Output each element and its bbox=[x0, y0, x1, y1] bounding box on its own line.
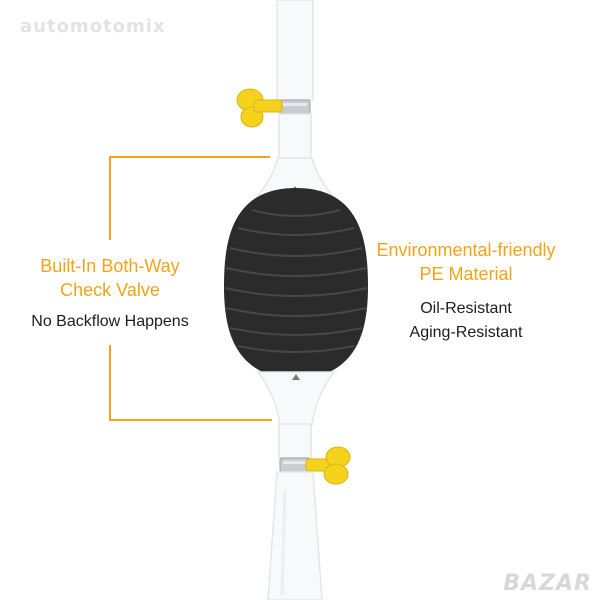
left-callout-title-line2: Check Valve bbox=[60, 280, 160, 300]
right-callout-title-line2: PE Material bbox=[419, 264, 513, 284]
upper-yellow-wing-screw bbox=[236, 88, 283, 128]
upper-hose bbox=[276, 0, 314, 101]
bulb-ribs bbox=[224, 209, 368, 353]
corner-logo-watermark: BAZAR bbox=[503, 571, 592, 596]
lower-yellow-wing-screw bbox=[305, 446, 351, 485]
watermark-text: automotomix bbox=[20, 16, 166, 37]
right-callout-feature-1: Oil-Resistant bbox=[420, 300, 512, 317]
bulb-lower-nozzle bbox=[256, 371, 336, 426]
right-callout-title-line1: Environmental-friendly bbox=[376, 240, 556, 260]
lower-hose bbox=[267, 471, 323, 600]
left-callout-subtitle: No Backflow Happens bbox=[31, 313, 189, 330]
upper-connector bbox=[278, 113, 312, 161]
right-callout-feature-2: Aging-Resistant bbox=[409, 324, 523, 341]
lower-connector bbox=[278, 423, 312, 459]
left-callout-title-line1: Built-In Both-Way bbox=[40, 256, 180, 276]
callout-bracket-left bbox=[109, 156, 272, 421]
upper-hose-clamp-band bbox=[279, 99, 311, 115]
